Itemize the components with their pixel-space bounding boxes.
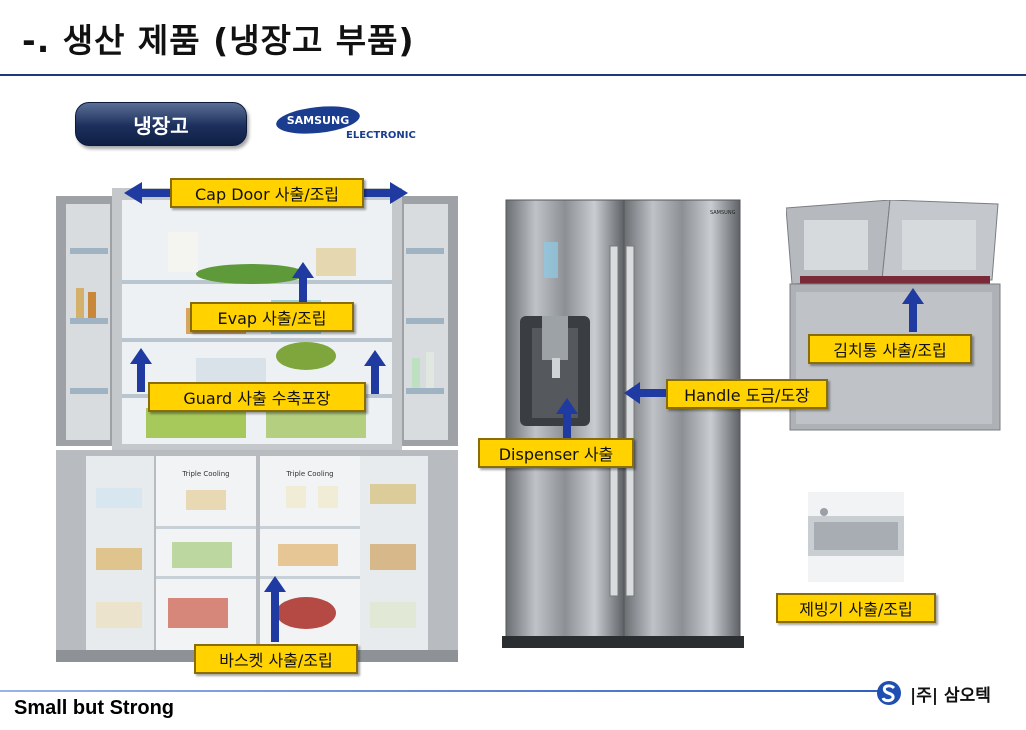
basket-up-arrow	[264, 576, 286, 642]
label-icemaker: 제빙기 사출/조립	[776, 593, 936, 623]
category-badge: 냉장고	[75, 102, 247, 146]
label-guard: Guard 사출 수축포장	[148, 382, 366, 412]
label-handle: Handle 도금/도장	[666, 379, 828, 409]
samsung-logo: SAMSUNG ELECTRONICS	[276, 106, 416, 140]
label-evap: Evap 사출/조립	[190, 302, 354, 332]
closed-fridge-photo: SAMSUNG	[502, 199, 744, 648]
label-dispenser: Dispenser 사출	[478, 438, 634, 468]
fridge-badge-text: SAMSUNG	[710, 210, 736, 216]
kimchi-up-arrow	[902, 288, 924, 332]
company-s-icon	[877, 681, 901, 705]
page-title: -. 생산 제품 (냉장고 부품)	[22, 21, 415, 60]
company-logo: |주| 삼오텍	[876, 680, 991, 706]
company-name: |주| 삼오텍	[910, 685, 991, 706]
guard-left-up-arrow	[130, 348, 152, 392]
handle-left-arrow	[624, 382, 674, 404]
open-fridge-photo: Triple Cooling Triple Cooling	[56, 188, 458, 662]
samsung-logo-text: SAMSUNG	[287, 114, 349, 127]
title-divider	[0, 74, 1026, 76]
evap-up-arrow	[292, 262, 314, 306]
label-cap-door: Cap Door 사출/조립	[170, 178, 364, 208]
dispenser-up-arrow	[556, 398, 578, 440]
label-kimchi: 김치통 사출/조립	[808, 334, 972, 364]
triple-cooling-text-left: Triple Cooling	[181, 470, 229, 478]
triple-cooling-text-right: Triple Cooling	[285, 470, 333, 478]
footer-slogan: Small but Strong	[14, 697, 174, 719]
samsung-logo-subtext: ELECTRONICS	[346, 130, 416, 140]
guard-right-up-arrow	[364, 350, 386, 394]
footer-divider	[0, 690, 880, 692]
label-basket: 바스켓 사출/조립	[194, 644, 358, 674]
icemaker-photo	[808, 492, 904, 582]
